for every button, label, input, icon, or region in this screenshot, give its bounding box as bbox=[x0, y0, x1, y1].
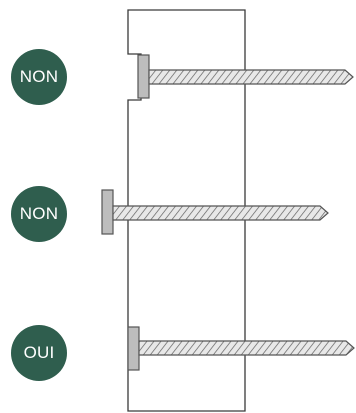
nail-3-head bbox=[127, 326, 140, 371]
nail-1-head bbox=[137, 54, 150, 99]
verdict-badge-label: OUI bbox=[23, 343, 55, 362]
nail-2 bbox=[101, 189, 329, 235]
nail-1-shank bbox=[148, 69, 354, 85]
nail-1 bbox=[137, 54, 354, 99]
verdict-badge-oui: OUI bbox=[11, 325, 67, 381]
verdict-badge-non-2: NON bbox=[11, 186, 67, 242]
nail-2-shank bbox=[112, 205, 329, 221]
nail-2-head bbox=[101, 189, 114, 235]
verdict-badge-non-1: NON bbox=[11, 49, 67, 105]
verdict-badge-label: NON bbox=[19, 67, 59, 86]
nail-3 bbox=[127, 326, 355, 371]
nail-3-shank bbox=[138, 340, 355, 356]
verdict-badge-label: NON bbox=[19, 204, 59, 223]
